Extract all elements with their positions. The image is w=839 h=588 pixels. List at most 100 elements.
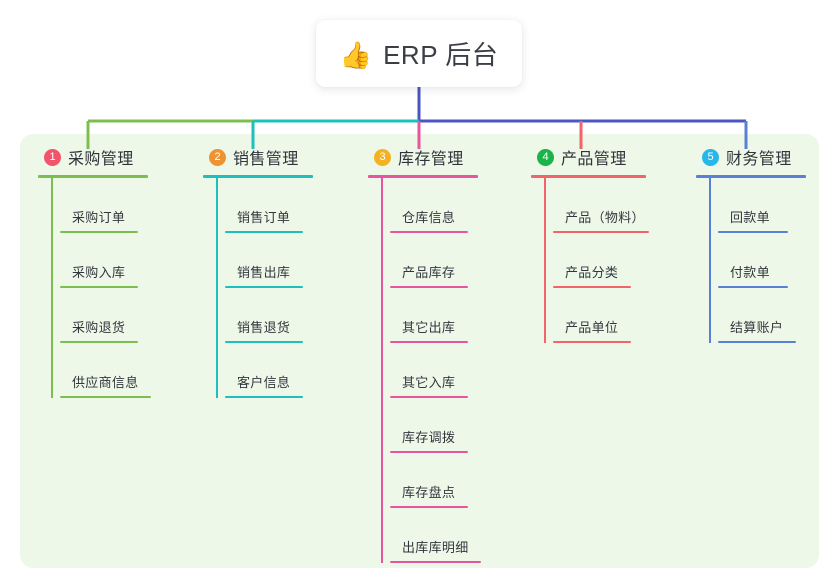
leaf-rule	[718, 286, 788, 288]
leaf-rule	[225, 396, 303, 398]
leaf-rule	[718, 341, 796, 343]
leaf-label: 回款单	[730, 210, 770, 225]
branch-badge-2: 2	[209, 148, 226, 166]
leaf-label: 采购退货	[72, 320, 126, 335]
leaf-rule	[553, 286, 631, 288]
leaf-rule	[553, 231, 649, 233]
branch-spine-2	[216, 178, 218, 398]
leaf-rule	[225, 231, 303, 233]
branch-header-2[interactable]: 2 销售管理	[203, 145, 313, 169]
branch-spine-3	[381, 178, 383, 563]
branch-column-1: 1 采购管理采购订单采购入库采购退货供应商信息	[38, 145, 151, 398]
branch-column-4: 4 产品管理产品（物料） 产品分类产品单位	[531, 145, 649, 343]
leaf-rule	[390, 341, 468, 343]
leaf-label: 产品库存	[402, 265, 456, 280]
leaf-label: 库存盘点	[402, 485, 456, 500]
leaf-rule	[390, 506, 468, 508]
leaf-item[interactable]: 回款单	[718, 178, 806, 233]
leaf-label: 仓库信息	[402, 210, 456, 225]
branch-rule-2	[203, 175, 313, 178]
leaf-label: 出库库明细	[402, 540, 469, 555]
branch-column-2: 2 销售管理销售订单销售出库销售退货客户信息	[203, 145, 313, 398]
leaf-item[interactable]: 产品单位	[553, 288, 646, 343]
branch-badge-4: 4	[537, 148, 554, 166]
leaf-label: 采购入库	[72, 265, 126, 280]
leaf-rule	[553, 341, 631, 343]
branch-items-2: 销售订单销售出库销售退货客户信息	[203, 178, 313, 398]
leaf-item[interactable]: 采购订单	[60, 178, 148, 233]
leaf-label: 产品（物料）	[565, 210, 645, 225]
branch-spine-5	[709, 178, 711, 343]
leaf-label: 库存调拨	[402, 430, 456, 445]
leaf-label: 采购订单	[72, 210, 126, 225]
branch-header-4[interactable]: 4 产品管理	[531, 145, 646, 169]
branch-header-5[interactable]: 5 财务管理	[696, 145, 806, 169]
leaf-item[interactable]: 采购入库	[60, 233, 148, 288]
leaf-label: 客户信息	[237, 375, 291, 390]
branch-items-5: 回款单付款单结算账户	[696, 178, 806, 343]
diagram-panel	[20, 134, 819, 568]
branch-title-1: 采购管理	[68, 151, 134, 168]
leaf-label: 其它出库	[402, 320, 456, 335]
leaf-item[interactable]: 采购退货	[60, 288, 148, 343]
leaf-item[interactable]: 产品库存	[390, 233, 478, 288]
leaf-rule	[225, 286, 303, 288]
leaf-rule	[390, 561, 481, 563]
leaf-rule	[390, 286, 468, 288]
leaf-label: 供应商信息	[72, 375, 139, 390]
leaf-label: 产品单位	[565, 320, 619, 335]
leaf-rule	[60, 341, 138, 343]
branch-items-3: 仓库信息产品库存其它出库其它入库库存调拨库存盘点出库库明细	[368, 178, 481, 563]
branch-badge-5: 5	[702, 148, 719, 166]
leaf-item[interactable]: 付款单	[718, 233, 806, 288]
leaf-label: 结算账户	[730, 320, 784, 335]
leaf-item[interactable]: 销售订单	[225, 178, 313, 233]
leaf-rule	[390, 231, 468, 233]
leaf-item[interactable]: 仓库信息	[390, 178, 478, 233]
branch-rule-4	[531, 175, 646, 178]
leaf-rule	[225, 341, 303, 343]
branch-spine-4	[544, 178, 546, 343]
leaf-rule	[60, 396, 151, 398]
leaf-item[interactable]: 库存调拨	[390, 398, 478, 453]
branch-column-5: 5 财务管理回款单付款单结算账户	[696, 145, 806, 343]
leaf-rule	[390, 451, 468, 453]
branch-badge-1: 1	[44, 148, 61, 166]
leaf-label: 其它入库	[402, 375, 456, 390]
leaf-item[interactable]: 产品（物料）	[553, 178, 649, 233]
branch-header-1[interactable]: 1 采购管理	[38, 145, 148, 169]
root-node[interactable]: 👍 ERP 后台	[316, 20, 522, 87]
leaf-item[interactable]: 出库库明细	[390, 508, 481, 563]
leaf-item[interactable]: 客户信息	[225, 343, 313, 398]
branch-rule-5	[696, 175, 806, 178]
leaf-label: 付款单	[730, 265, 770, 280]
leaf-item[interactable]: 供应商信息	[60, 343, 151, 398]
leaf-item[interactable]: 库存盘点	[390, 453, 478, 508]
branch-items-4: 产品（物料） 产品分类产品单位	[531, 178, 649, 343]
branch-spine-1	[51, 178, 53, 398]
branch-title-5: 财务管理	[726, 151, 792, 168]
leaf-label: 销售订单	[237, 210, 291, 225]
thumbs-up-icon: 👍	[339, 39, 373, 70]
leaf-item[interactable]: 结算账户	[718, 288, 806, 343]
leaf-item[interactable]: 产品分类	[553, 233, 646, 288]
leaf-label: 销售退货	[237, 320, 291, 335]
leaf-item[interactable]: 销售退货	[225, 288, 313, 343]
root-title: ERP 后台	[383, 40, 499, 70]
branch-items-1: 采购订单采购入库采购退货供应商信息	[38, 178, 151, 398]
leaf-label: 产品分类	[565, 265, 619, 280]
branch-rule-3	[368, 175, 478, 178]
branch-badge-3: 3	[374, 148, 391, 166]
leaf-item[interactable]: 销售出库	[225, 233, 313, 288]
branch-title-2: 销售管理	[233, 151, 299, 168]
leaf-rule	[718, 231, 788, 233]
branch-title-4: 产品管理	[561, 151, 627, 168]
leaf-rule	[390, 396, 468, 398]
leaf-item[interactable]: 其它出库	[390, 288, 478, 343]
leaf-item[interactable]: 其它入库	[390, 343, 478, 398]
branch-rule-1	[38, 175, 148, 178]
